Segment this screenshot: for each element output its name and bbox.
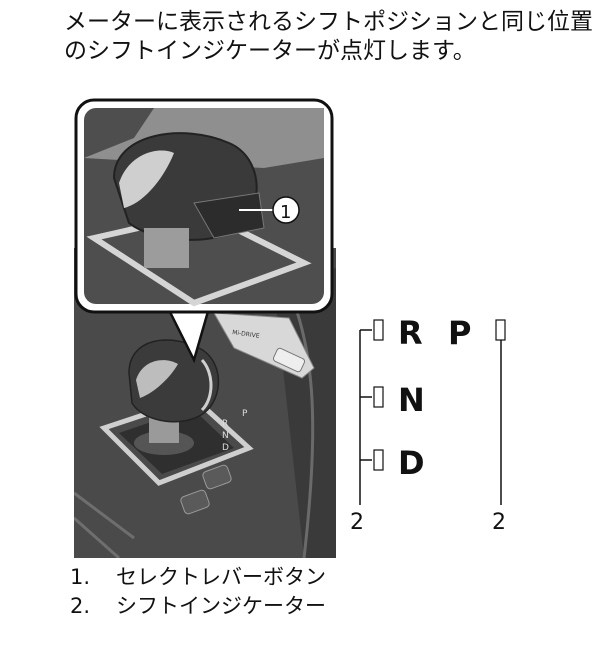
zoom-lever-button bbox=[193, 192, 265, 239]
caption-item: 1. セレクトレバーボタン bbox=[70, 563, 326, 592]
caption-number: 2. bbox=[70, 594, 91, 618]
lever-knob bbox=[128, 339, 220, 423]
indicator-callout-right: 2 bbox=[492, 510, 506, 535]
indicator-letter-n: N bbox=[398, 381, 425, 419]
indicator-lamp-p bbox=[495, 319, 506, 341]
shift-indicator-diagram: R P N D 2 2 bbox=[340, 300, 540, 540]
lever-knob-highlight bbox=[136, 360, 178, 398]
indicator-lamp-n bbox=[373, 386, 384, 408]
intro-text: メーターに表示されるシフトポジションと同じ位置のシフトインジケーターが点灯します… bbox=[64, 9, 593, 64]
indicator-letter-d: D bbox=[398, 444, 425, 482]
gate-label-r: R bbox=[222, 419, 228, 429]
caption-item: 2. シフトインジケーター bbox=[70, 592, 326, 621]
shift-lever-illustration: Mi-DRIVE R P N D 1 bbox=[74, 98, 336, 558]
callout-number-1: 1 bbox=[280, 202, 291, 223]
caption-text: セレクトレバーボタン bbox=[116, 565, 326, 589]
zoom-knob-highlight bbox=[119, 150, 174, 208]
gate-label-p: P bbox=[242, 409, 248, 419]
gate-label-n: N bbox=[222, 431, 229, 441]
indicator-letter-p: P bbox=[448, 314, 471, 352]
indicator-letter-r: R bbox=[398, 314, 423, 352]
callout-circle-1 bbox=[272, 196, 300, 224]
gate-label-d: D bbox=[222, 443, 229, 453]
caption-list: 1. セレクトレバーボタン 2. シフトインジケーター bbox=[70, 563, 326, 621]
indicator-lamp-r bbox=[373, 319, 384, 341]
indicator-callout-left: 2 bbox=[350, 510, 364, 535]
lower-button-2 bbox=[180, 489, 210, 515]
lower-button-1 bbox=[202, 464, 232, 490]
caption-number: 1. bbox=[70, 565, 91, 589]
mi-drive-label: Mi-DRIVE bbox=[232, 329, 260, 340]
indicator-lamp-d bbox=[373, 449, 384, 471]
mi-drive-button bbox=[272, 347, 306, 373]
console-ridge bbox=[292, 302, 315, 558]
lower-panel-lines bbox=[74, 491, 135, 558]
caption-text: シフトインジケーター bbox=[116, 594, 326, 618]
zoom-knob-stem bbox=[144, 228, 189, 268]
lever-knob-trim bbox=[200, 358, 213, 412]
